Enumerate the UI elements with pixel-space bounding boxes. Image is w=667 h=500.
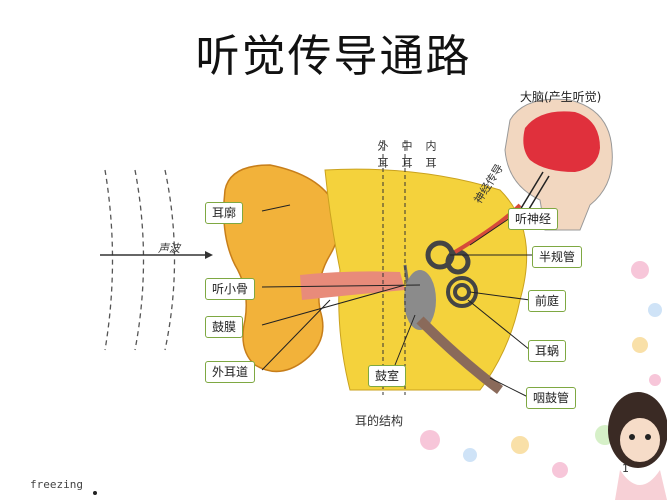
cartoon-girl-illustration	[608, 392, 667, 500]
label-eardrum: 鼓膜	[205, 316, 244, 338]
label-tympanic-cavity: 鼓室	[368, 365, 407, 387]
label-cochlea: 耳蜗	[528, 340, 567, 362]
label-ossicles: 听小骨	[205, 278, 256, 300]
region-dividers	[382, 140, 406, 395]
eustachian-tube	[416, 316, 504, 394]
sound-arrow-head	[205, 251, 213, 259]
cochlea	[446, 276, 478, 308]
sound-wave-label: 声波	[158, 242, 180, 255]
label-eustachian-tube: 咽鼓管	[526, 387, 577, 409]
label-semicircular-canals: 半规管	[532, 246, 583, 268]
label-ear-canal: 外耳道	[205, 361, 256, 383]
sound-waves	[104, 169, 176, 351]
figure-caption: 耳的结构	[355, 414, 404, 428]
brain-label: 大脑(产生听觉)	[520, 90, 602, 104]
label-vestibule: 前庭	[528, 290, 567, 312]
page-number: 1	[622, 462, 629, 475]
brand-text: freezing	[30, 478, 83, 491]
brain	[523, 111, 600, 172]
leader-lines	[261, 204, 535, 398]
label-outer-ear: 外耳	[376, 140, 389, 174]
label-inner-ear: 内耳	[424, 140, 437, 174]
label-auditory-nerve: 听神经	[508, 208, 559, 230]
slide-title: 听觉传导通路	[195, 31, 472, 82]
bullet-dot	[93, 491, 97, 495]
nerve-pathway	[519, 171, 550, 215]
label-auricle: 耳廓	[205, 202, 244, 224]
label-middle-ear: 中耳	[400, 140, 413, 174]
